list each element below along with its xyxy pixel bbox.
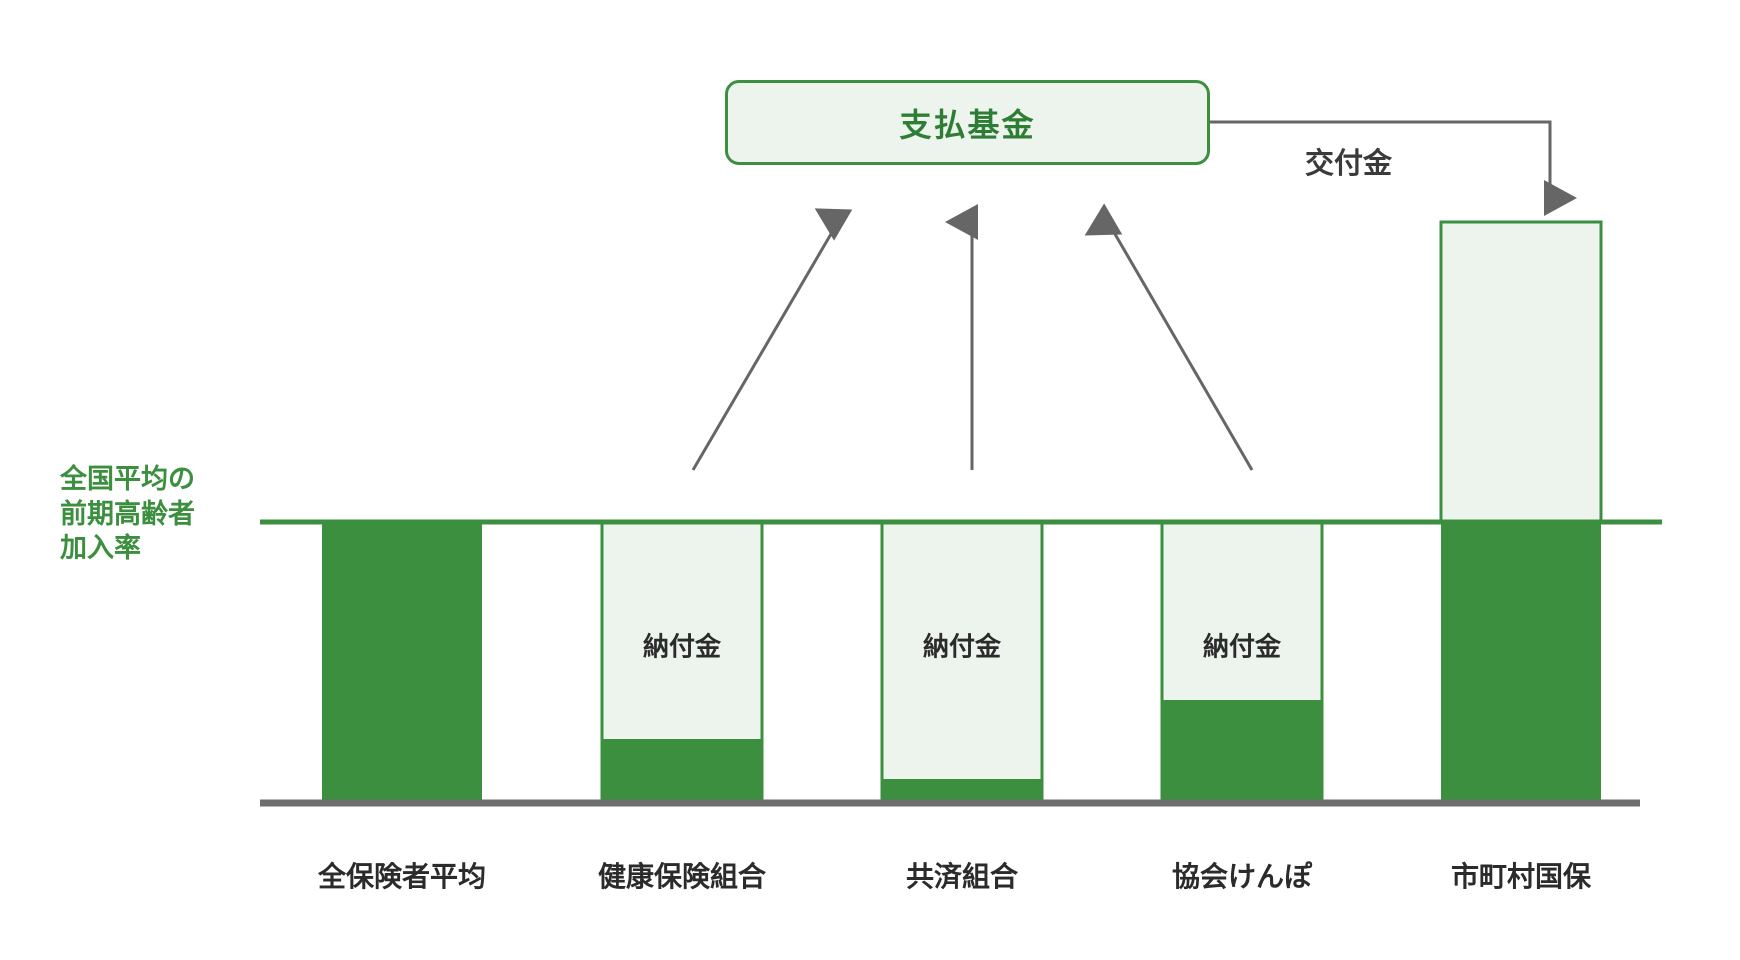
category-label-kyokaikenpo: 協会けんぽ (1171, 861, 1313, 892)
bar-label-contribution-kyokaikenpo: 納付金 (1202, 631, 1282, 662)
bar-kenporen-filled (602, 739, 762, 800)
bar-shichosonkokuho-above (1439, 220, 1603, 524)
fund-box-label: 支払基金 (899, 106, 1036, 143)
category-label-shichosonkokuho: 市町村国保 (1450, 861, 1592, 892)
baseline-axis-label: 全国平均の 前期高齢者 加入率 (60, 462, 255, 566)
baseline-axis-label-line3: 加入率 (60, 533, 141, 564)
baseline-axis-label-line2: 前期高齢者 (60, 498, 195, 529)
bar-kyosai-filled (882, 779, 1042, 800)
bar-kyokaikenpo-filled (1162, 700, 1322, 800)
bar-shichosonkokuho-filled (1441, 522, 1601, 800)
grant-flow-label: 交付金 (1305, 148, 1393, 180)
flow-arrow-kenporen-to-fund (691, 208, 853, 471)
bar-zenhokensha-filled (322, 522, 482, 800)
bar-label-contribution-kenporen: 納付金 (642, 631, 722, 662)
category-label-kenporen: 健康保険組合 (597, 861, 767, 892)
category-label-kyosai: 共済組合 (905, 861, 1019, 892)
fund-box[interactable]: 支払基金 (725, 80, 1210, 165)
baseline-axis-label-line1: 全国平均の (60, 464, 195, 494)
flow-arrow-kyokaikenpo-to-fund (1084, 203, 1254, 471)
bar-label-contribution-kyosai: 納付金 (922, 631, 1002, 662)
category-label-zenhokensha: 全保険者平均 (317, 861, 487, 892)
